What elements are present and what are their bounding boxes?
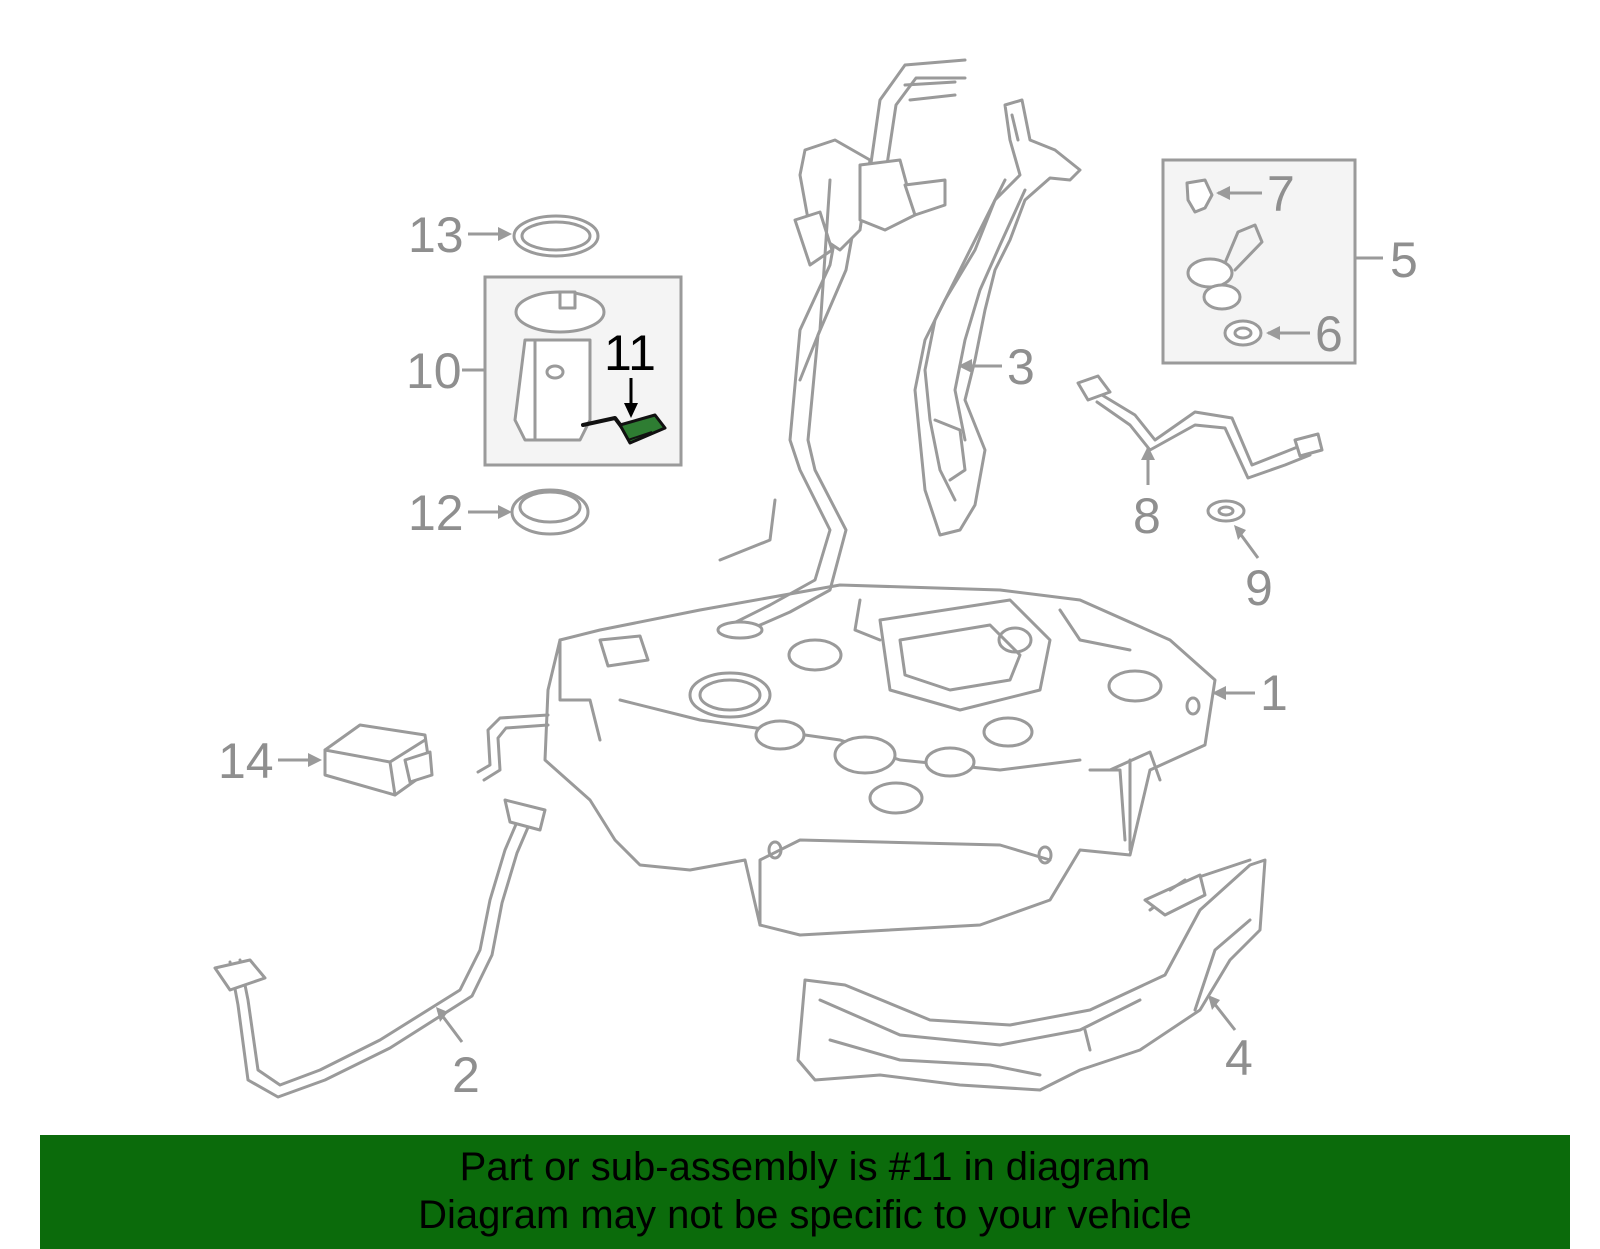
fuel-tank[interactable] [543, 583, 1217, 937]
callout-5: 5 [1390, 232, 1418, 288]
banner-line-1: Part or sub-assembly is #11 in diagram [459, 1145, 1151, 1189]
lock-ring[interactable] [512, 214, 600, 258]
callout-4: 4 [1225, 1030, 1253, 1086]
callout-2: 2 [452, 1047, 480, 1103]
gasket[interactable] [1223, 319, 1263, 347]
filler-pipe[interactable] [716, 58, 967, 640]
parts-diagram: 1 2 3 4 5 6 7 8 9 10 [213, 58, 1418, 1103]
callouts: 1 2 3 4 5 6 7 8 9 10 [218, 166, 1418, 1103]
callout-6: 6 [1315, 306, 1343, 362]
tank-side-hose [476, 713, 550, 782]
clip[interactable] [1185, 178, 1214, 214]
callout-8: 8 [1133, 488, 1161, 544]
front-shield[interactable] [796, 858, 1267, 1092]
fuel-level-sensor[interactable] [581, 413, 667, 445]
tank-strap[interactable] [213, 798, 547, 1099]
info-banner: Part or sub-assembly is #11 in diagram D… [40, 1135, 1570, 1249]
callout-3: 3 [1007, 339, 1035, 395]
callout-7: 7 [1267, 166, 1295, 222]
fuel-cap[interactable] [1186, 257, 1242, 311]
wiring-harness[interactable] [1076, 374, 1324, 480]
control-module[interactable] [323, 723, 434, 797]
fuel-pump-module[interactable] [513, 290, 606, 442]
callout-1: 1 [1260, 665, 1288, 721]
tether[interactable] [1220, 223, 1264, 272]
callout-9: 9 [1245, 560, 1273, 616]
grommet[interactable] [1206, 499, 1246, 523]
callout-10: 10 [406, 343, 462, 399]
callout-12: 12 [408, 485, 464, 541]
callout-13: 13 [408, 207, 464, 263]
callout-14: 14 [218, 733, 274, 789]
heat-shield[interactable] [913, 98, 1082, 537]
pump-seal[interactable] [510, 488, 590, 536]
banner-line-2: Diagram may not be specific to your vehi… [418, 1193, 1192, 1237]
callout-11: 11 [604, 325, 656, 381]
